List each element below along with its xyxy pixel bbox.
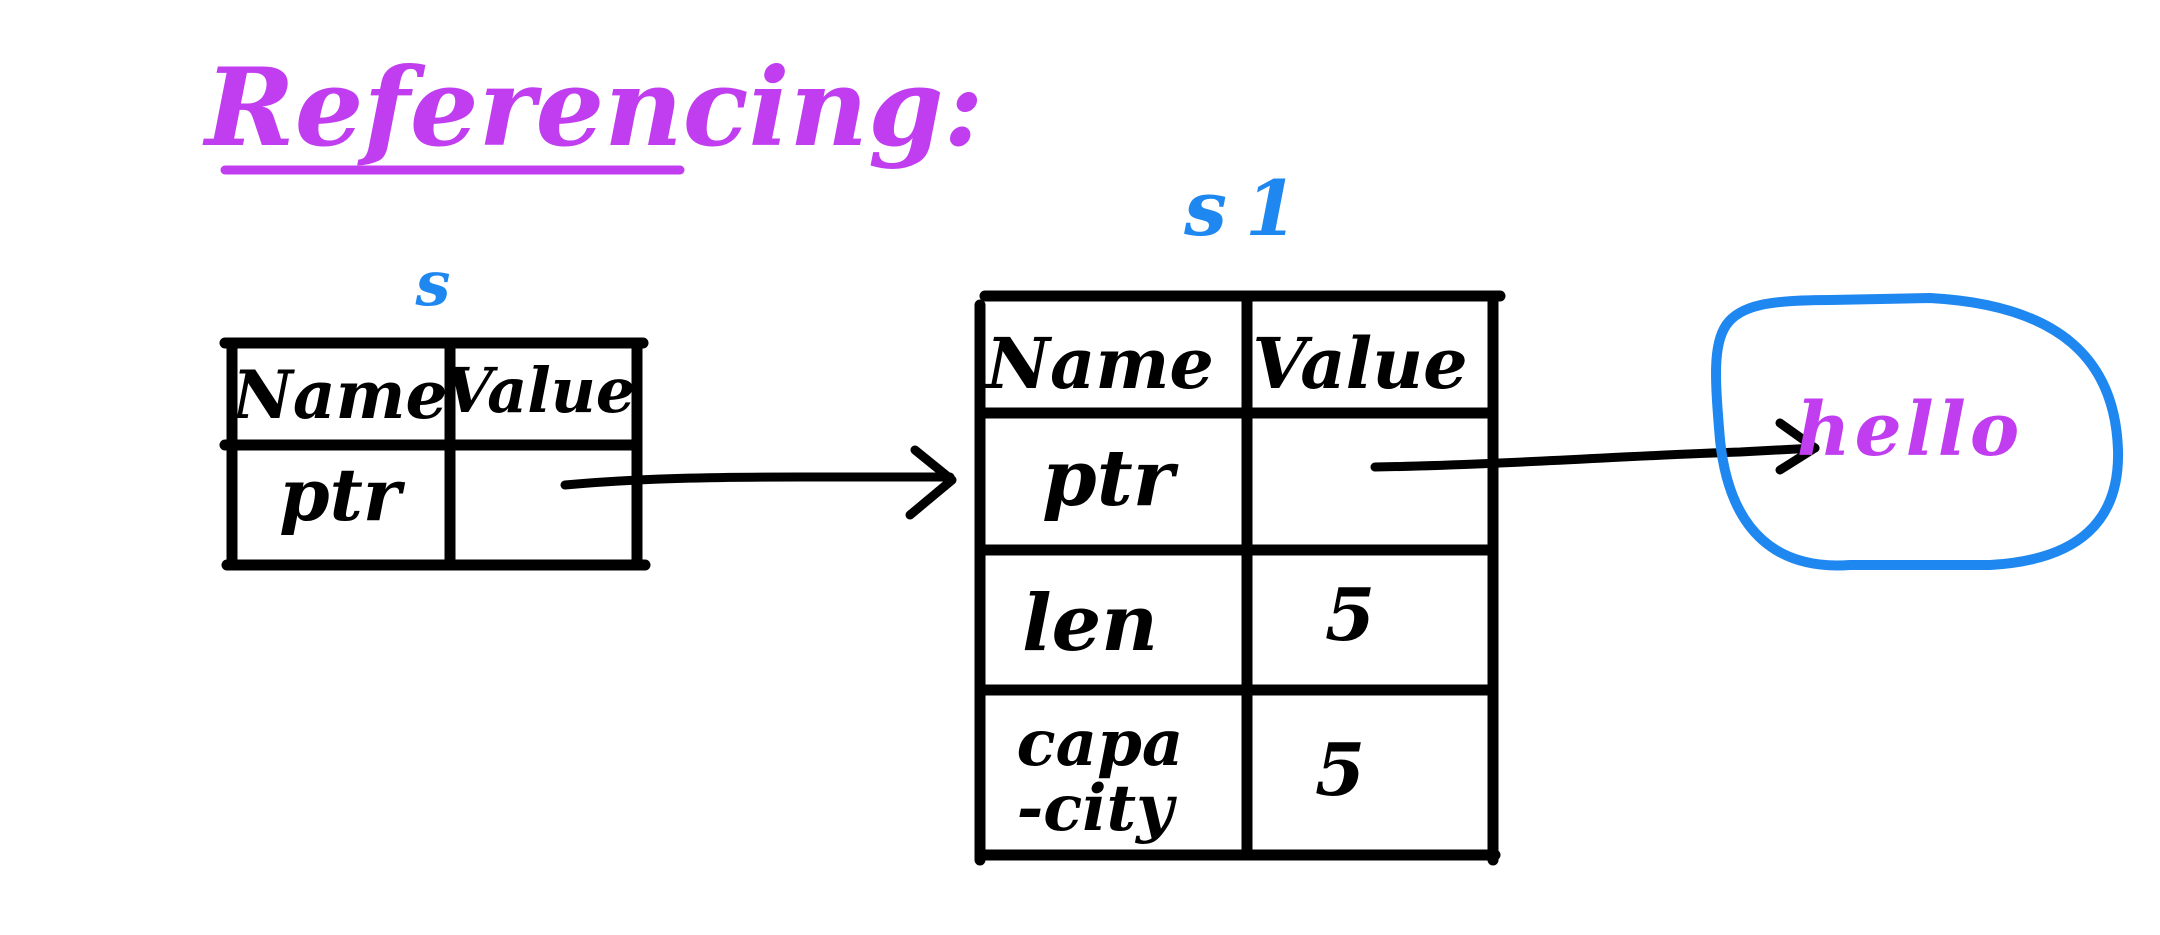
heap-value-text: hello <box>1797 387 2023 473</box>
table-s1-row-len-value: 5 <box>1325 572 1375 657</box>
table-s1: s1 Name Value ptr len 5 capa -city 5 <box>974 164 1506 866</box>
table-s1-row-len-name: len <box>1022 578 1158 669</box>
table-s1-header-value: Value <box>1252 322 1467 405</box>
table-s1-header-name: Name <box>984 322 1214 405</box>
table-s-header-value: Value <box>445 354 636 427</box>
table-s-row-ptr-name: ptr <box>279 452 406 537</box>
table-s1-row-ptr-name: ptr <box>1042 433 1179 524</box>
pointer-arrow-s1-to-heap <box>1370 418 1820 475</box>
table-s-header-name: Name <box>231 356 448 434</box>
table-s1-label: s1 <box>1183 164 1316 253</box>
table-s: s Name Value ptr <box>219 247 651 571</box>
title-group: Referencing: <box>202 45 983 175</box>
heap-outline <box>1711 293 2124 571</box>
table-s-label: s <box>415 247 451 320</box>
table-s1-row-capacity-name-line1: capa <box>1017 706 1184 781</box>
heap-blob: hello <box>1711 293 2124 571</box>
table-s1-row-capacity-name-line2: -city <box>1017 771 1177 846</box>
page-title: Referencing: <box>202 45 983 171</box>
table-s1-row-capacity-value: 5 <box>1315 727 1365 812</box>
pointer-arrow-s-to-s1 <box>560 445 957 520</box>
